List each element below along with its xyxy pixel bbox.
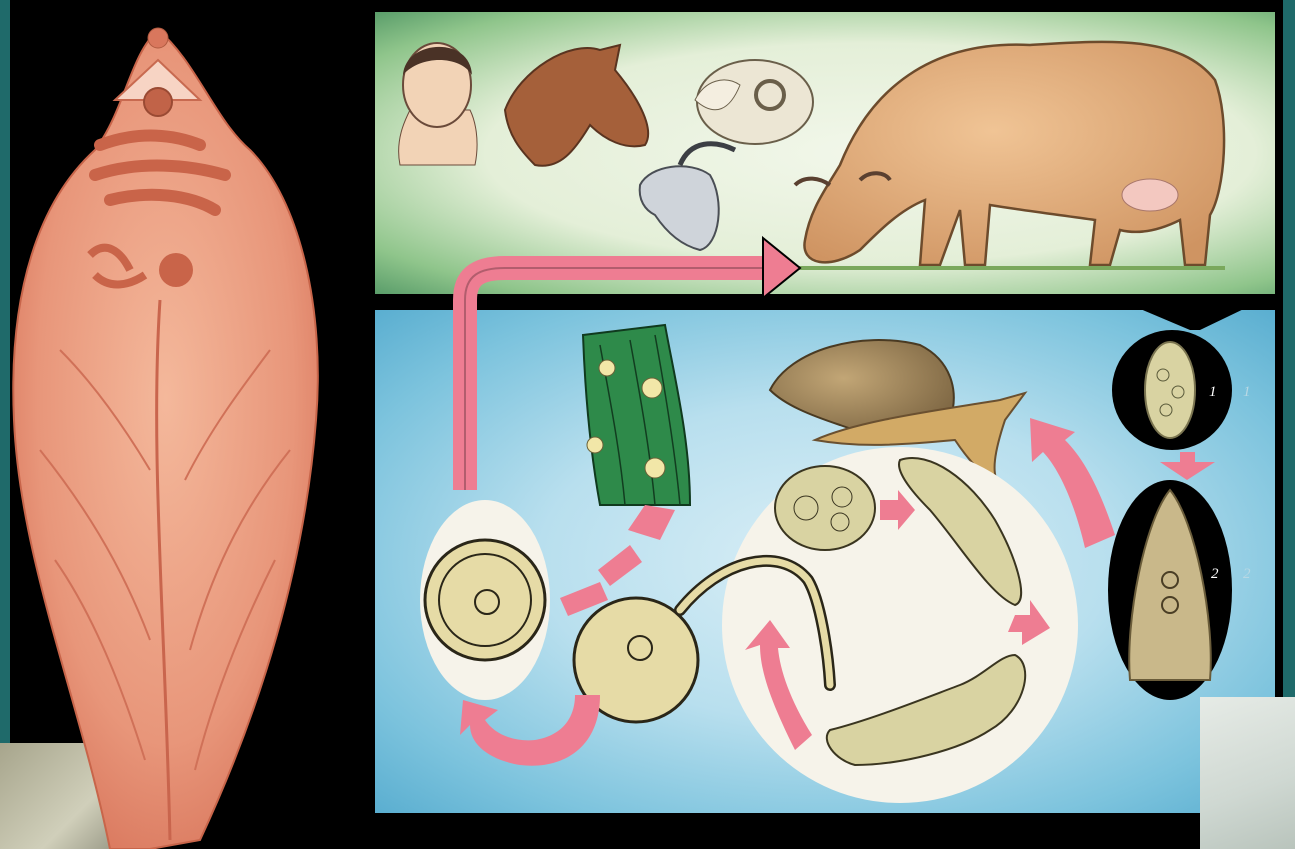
horse-host — [505, 45, 648, 166]
leaf-with-cysts — [583, 325, 690, 505]
sheep-host — [695, 60, 813, 144]
goat-host — [640, 144, 735, 250]
metacercaria-cyst — [425, 540, 545, 660]
egg-label-shadow: 1 — [1243, 384, 1251, 401]
miracidium-label: 2 — [1211, 566, 1219, 583]
egg-label: 1 — [1209, 384, 1217, 401]
egg-to-miracidium-arrow — [1160, 452, 1215, 480]
miracidium-stage — [1108, 480, 1232, 700]
encystment-arrow — [460, 695, 600, 766]
miracidium-label-shadow: 2 — [1243, 566, 1251, 583]
sporocyst — [775, 466, 875, 550]
adult-fluke — [13, 28, 318, 849]
egg-release-funnel — [1105, 294, 1275, 330]
cow-host — [790, 42, 1225, 268]
human-host — [399, 43, 477, 165]
